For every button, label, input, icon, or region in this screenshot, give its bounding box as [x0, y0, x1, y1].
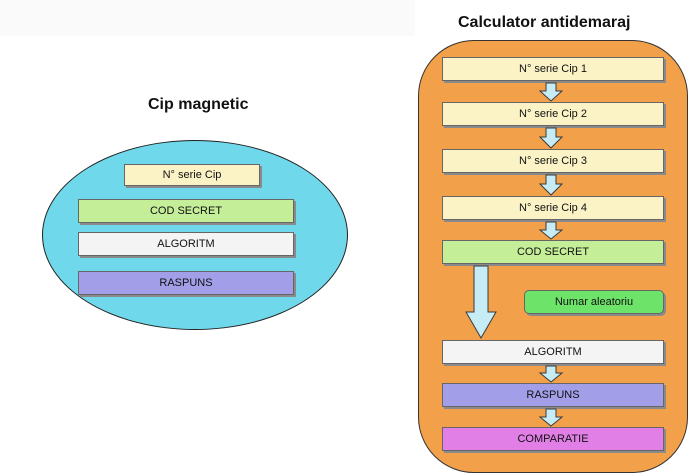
- left-diagram-title: Cip magnetic: [148, 96, 249, 113]
- right-response-box: RASPUNS: [442, 383, 664, 407]
- random-number-box: Numar aleatoriu: [524, 290, 664, 314]
- right-diagram-title: Calculator antidemaraj: [458, 14, 631, 31]
- right-serial-2-box: N° serie Cip 2: [442, 102, 664, 126]
- right-secret-code-box: COD SECRET: [442, 240, 664, 264]
- left-algorithm-box: ALGORITM: [78, 232, 294, 256]
- left-serial-box: N° serie Cip: [124, 164, 260, 186]
- top-background-band: [0, 0, 415, 36]
- left-response-box: RASPUNS: [78, 271, 294, 295]
- right-serial-1-box: N° serie Cip 1: [442, 57, 664, 81]
- comparison-box: COMPARATIE: [442, 427, 664, 451]
- left-secret-code-box: COD SECRET: [78, 199, 294, 223]
- right-serial-4-box: N° serie Cip 4: [442, 196, 664, 220]
- right-serial-3-box: N° serie Cip 3: [442, 149, 664, 173]
- right-algorithm-box: ALGORITM: [442, 340, 664, 364]
